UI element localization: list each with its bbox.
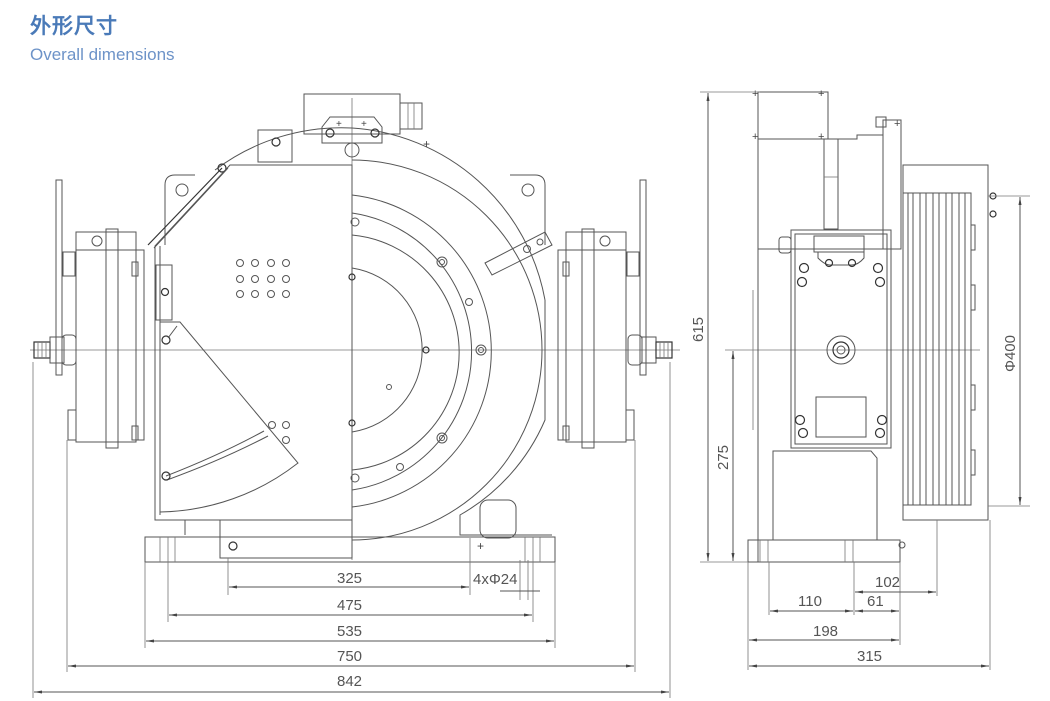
dim-110: 110: [798, 593, 822, 610]
dim-325: 325: [337, 570, 362, 587]
svg-text:+: +: [336, 119, 342, 130]
terminal-box: + + +: [303, 93, 430, 158]
section-title-chinese: 外形尺寸: [30, 14, 118, 38]
dim-535: 535: [337, 623, 362, 640]
dim-750: 750: [337, 648, 362, 665]
dim-102: 102: [875, 574, 900, 591]
dim-615: 615: [690, 317, 707, 342]
svg-text:+: +: [423, 137, 430, 151]
svg-text:+: +: [818, 88, 824, 100]
svg-text:+: +: [752, 131, 758, 143]
side-view: + + + + +: [690, 88, 1030, 670]
svg-text:+: +: [361, 119, 367, 130]
dim-842: 842: [337, 673, 362, 690]
svg-text:+: +: [894, 118, 900, 130]
svg-text:+: +: [818, 131, 824, 143]
dim-hole-spec: 4xΦ24: [473, 571, 518, 588]
vent-holes: [236, 259, 290, 298]
front-dimension-lines: [34, 585, 669, 694]
front-view: + + +: [30, 93, 680, 698]
svg-text:+: +: [477, 539, 484, 553]
dim-315: 315: [857, 648, 882, 665]
dim-phi400: Φ400: [1002, 335, 1019, 372]
left-brake: [33, 179, 145, 449]
dim-198: 198: [813, 623, 838, 640]
section-title-english: Overall dimensions: [30, 45, 175, 64]
left-cover: [154, 164, 353, 559]
dim-61: 61: [867, 593, 884, 610]
sheave-rings: +: [348, 159, 553, 553]
svg-text:+: +: [752, 88, 758, 100]
base-plate: [144, 536, 556, 563]
right-brake: [557, 179, 673, 449]
dim-275: 275: [715, 445, 732, 470]
sheave-grooves: [898, 164, 997, 549]
front-extension-lines: [32, 362, 671, 698]
dim-475: 475: [337, 597, 362, 614]
